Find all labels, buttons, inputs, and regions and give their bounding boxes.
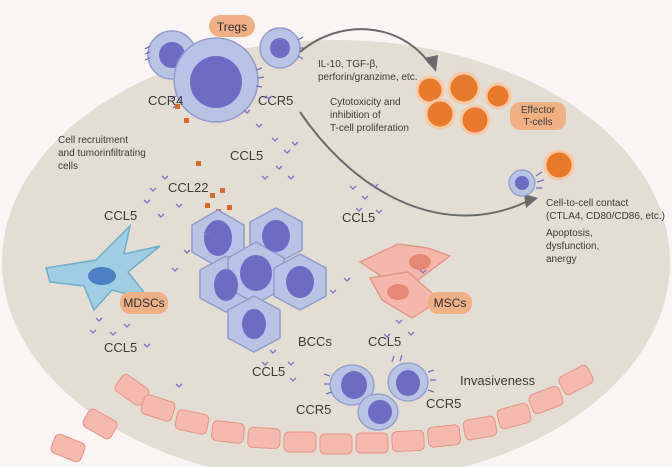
- contact-cells: [508, 149, 575, 197]
- effector-label-1: Effector: [521, 105, 556, 116]
- outcome-text: Apoptosis, dysfunction, anergy: [546, 228, 602, 265]
- effector-t-cells: [415, 71, 512, 136]
- ccr5-label-top: CCR5: [258, 93, 293, 108]
- ccl5-label-center: CCL5: [342, 210, 375, 225]
- tregs-label: Tregs: [217, 20, 247, 34]
- suppression-arrows: [299, 28, 531, 217]
- ccl5-label-bottom: CCL5: [252, 364, 285, 379]
- cytotoxicity-text: Cytotoxicity and inhibition of T-cell pr…: [330, 97, 409, 134]
- ccl5-label-top: CCL5: [230, 148, 263, 163]
- effector-label-2: T-cells: [524, 117, 553, 128]
- mscs-label: MSCs: [434, 296, 467, 310]
- tregs-cluster: [144, 27, 305, 123]
- epithelial-layer: [50, 364, 594, 463]
- arrow-to-contact: [299, 111, 531, 217]
- invading-cells: [323, 354, 436, 431]
- ccr5-label-bottom-right: CCR5: [426, 396, 461, 411]
- effector-pill: Effector T-cells: [510, 102, 566, 130]
- ccl5-label-msc: CCL5: [368, 334, 401, 349]
- mdscs-pill: MDSCs: [120, 292, 168, 314]
- ccl22-label: CCL22: [168, 180, 208, 195]
- ccl5-molecules: [89, 95, 427, 388]
- bccs-label: BCCs: [298, 334, 332, 349]
- msc-cells: [358, 243, 452, 319]
- arrowhead-contact: [524, 194, 538, 208]
- mdsc-cell: [45, 223, 161, 312]
- ccr5-label-bottom-left: CCR5: [296, 402, 331, 417]
- arrowhead-effector: [424, 55, 438, 72]
- arrow-to-effector: [299, 28, 431, 65]
- treg-nucleus: [270, 38, 290, 58]
- recruitment-text: Cell recruitment and tumorinfiltrating c…: [58, 135, 149, 172]
- bcc-nuclei: [204, 220, 314, 339]
- receptor-marks: [144, 36, 305, 109]
- invasiveness-label: Invasiveness: [460, 373, 536, 388]
- ccr4-label: CCR4: [148, 93, 183, 108]
- mscs-pill: MSCs: [428, 292, 472, 314]
- cytokines-text: IL-10, TGF-β, perforin/granzime, etc.: [318, 59, 418, 83]
- mdscs-label: MDSCs: [123, 296, 164, 310]
- ccl5-label-mdsc: CCL5: [104, 340, 137, 355]
- contact-text: Cell-to-cell contact (CTLA4, CD80/CD86, …: [546, 198, 665, 222]
- ccl5-label-left: CCL5: [104, 208, 137, 223]
- tregs-pill: Tregs: [209, 15, 255, 37]
- treg-nucleus: [190, 56, 242, 108]
- tumor-stroma: [2, 40, 670, 467]
